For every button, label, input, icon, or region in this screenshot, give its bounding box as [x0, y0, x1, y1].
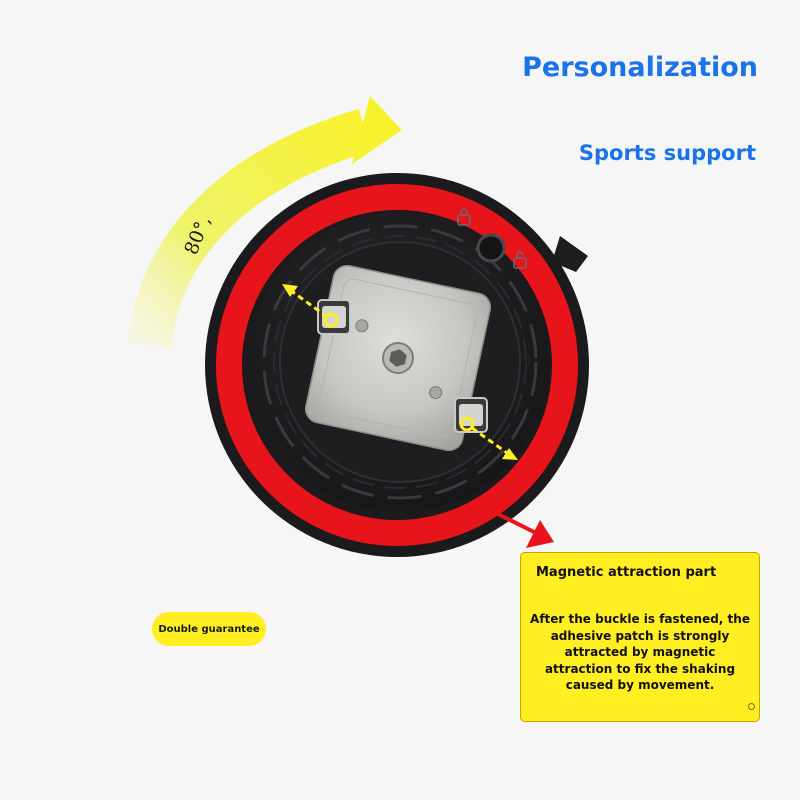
metal-plate — [304, 264, 492, 452]
callout-pointer-arrow-icon — [497, 512, 554, 548]
clip-direction-double-arrow-icon — [282, 284, 518, 460]
buckle-clip-lower — [454, 397, 488, 433]
lock-icon — [457, 208, 471, 226]
page-subtitle: Sports support — [578, 141, 756, 165]
release-button — [476, 233, 506, 263]
circle-mark-icon — [748, 703, 755, 710]
rotation-arrow-icon — [128, 96, 402, 348]
unlock-icon — [513, 251, 527, 269]
buckle-clip-upper — [317, 299, 351, 335]
magnetic-mount — [205, 173, 589, 557]
adhesive-ring — [216, 184, 578, 546]
page-title: Personalization — [522, 52, 758, 83]
magnetic-attraction-callout: Magnetic attraction part After the buckl… — [520, 552, 760, 722]
callout-body: After the buckle is fastened, the adhesi… — [530, 612, 750, 692]
rotation-arrowhead — [352, 96, 402, 164]
double-guarantee-badge: Double guarantee — [152, 612, 266, 646]
callout-title: Magnetic attraction part — [536, 565, 717, 580]
